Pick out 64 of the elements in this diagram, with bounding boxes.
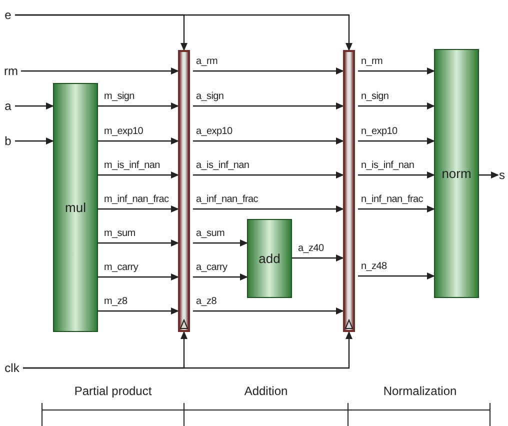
input-label: rm bbox=[4, 63, 18, 79]
pipeline-register bbox=[178, 50, 190, 332]
signal-label: n_z48 bbox=[361, 261, 387, 273]
normalizer-block: norm bbox=[434, 49, 479, 298]
signal-label: a_inf_nan_frac bbox=[196, 194, 258, 206]
signal-label: a_z8 bbox=[196, 296, 216, 308]
signal-arrow bbox=[358, 172, 435, 178]
signal-label: a_exp10 bbox=[196, 126, 232, 138]
output-label: s bbox=[498, 167, 506, 183]
signal-label: n_sign bbox=[361, 91, 389, 103]
signal-arrow bbox=[193, 138, 344, 144]
signal-label: a_rm bbox=[196, 56, 218, 68]
signal-arrow bbox=[358, 68, 435, 74]
signal-label: n_inf_nan_frac bbox=[361, 194, 423, 206]
signal-label: n_is_inf_nan bbox=[361, 160, 414, 172]
signal-arrow bbox=[193, 206, 344, 212]
signal-arrow bbox=[292, 254, 344, 262]
signal-arrow bbox=[358, 138, 435, 144]
signal-arrow bbox=[98, 102, 179, 110]
clock-label: clk bbox=[4, 360, 20, 376]
signal-arrow bbox=[358, 102, 435, 110]
signal-arrow bbox=[15, 138, 54, 144]
signal-label: m_inf_nan_frac bbox=[104, 194, 169, 206]
signal-arrow bbox=[193, 172, 344, 178]
signal-label: m_exp10 bbox=[104, 126, 144, 138]
signal-arrow bbox=[98, 240, 179, 246]
signal-arrow bbox=[21, 68, 179, 74]
input-label: e bbox=[4, 7, 12, 23]
stage-label: Addition bbox=[244, 384, 288, 398]
signal-arrow bbox=[193, 240, 248, 246]
pipeline-register bbox=[343, 50, 355, 332]
signal-arrow bbox=[15, 102, 54, 110]
signal-label: m_sum bbox=[104, 228, 136, 240]
signal-label: a_sign bbox=[196, 91, 224, 103]
signal-label: n_exp10 bbox=[361, 126, 398, 138]
signal-arrow bbox=[358, 272, 435, 280]
adder-block: add bbox=[247, 219, 292, 298]
signal-arrow bbox=[193, 68, 344, 74]
signal-arrow bbox=[193, 308, 344, 314]
signal-arrow bbox=[98, 138, 179, 144]
signal-arrow bbox=[98, 172, 179, 178]
signal-label: a_z40 bbox=[298, 243, 324, 255]
signal-label: a_carry bbox=[196, 262, 228, 274]
signal-label: m_carry bbox=[104, 262, 138, 274]
signal-arrow bbox=[98, 308, 179, 314]
input-label: b bbox=[4, 133, 12, 149]
signal-label: m_sign bbox=[104, 91, 134, 103]
signal-arrow bbox=[98, 274, 179, 280]
signal-arrow bbox=[479, 172, 499, 178]
signal-arrow bbox=[98, 206, 179, 212]
signal-label: m_is_inf_nan bbox=[104, 160, 160, 172]
signal-label: a_is_inf_nan bbox=[196, 160, 250, 172]
signal-arrow bbox=[358, 206, 435, 212]
stage-label: Partial product bbox=[74, 384, 152, 398]
stage-label: Normalization bbox=[383, 384, 457, 398]
signal-arrow bbox=[193, 102, 344, 110]
input-label: a bbox=[4, 98, 12, 114]
multiplier-block: mul bbox=[53, 83, 98, 332]
signal-arrow bbox=[23, 331, 352, 369]
signal-arrow bbox=[193, 274, 248, 280]
signal-label: m_z8 bbox=[104, 296, 128, 308]
signal-arrow bbox=[15, 14, 352, 51]
signal-label: a_sum bbox=[196, 228, 225, 240]
signal-label: n_rm bbox=[361, 56, 383, 68]
